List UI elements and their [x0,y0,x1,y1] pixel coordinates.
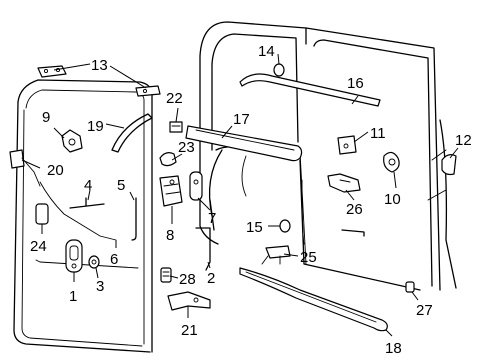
callout-25: 25 [300,249,317,266]
callout-2: 2 [207,270,215,287]
callout-8: 8 [166,227,174,244]
rod-part-4 [69,197,105,209]
handle-part-1 [65,239,83,273]
callout-1: 1 [69,288,77,305]
callout-22: 22 [166,90,183,107]
leader-lines [21,53,459,337]
weatherstrip-part-19 [111,113,153,153]
callout-27: 27 [416,302,433,319]
vehicle-body [199,21,457,291]
bracket-part-21 [167,291,211,311]
callout-6: 6 [110,251,118,268]
callout-26: 26 [346,201,363,218]
callout-15: 15 [246,219,263,236]
callout-10: 10 [384,191,401,208]
trim-part-17 [185,125,303,162]
rod-part-5 [131,197,137,241]
clip-part-22 [169,121,183,133]
callout-3: 3 [96,278,104,295]
callout-28: 28 [179,271,196,288]
latch-part-10 [383,151,400,173]
callout-20: 20 [47,162,64,179]
rod-part-2 [195,227,211,271]
bumper-part-15 [279,219,291,233]
callout-13: 13 [91,57,108,74]
callout-24: 24 [30,238,47,255]
callout-12: 12 [455,132,472,149]
rod-part-6 [39,181,117,241]
handle-part-24 [35,203,49,225]
lamp-part-12 [441,154,457,176]
striker-part-11 [337,135,357,155]
actuator-part-8 [159,175,183,207]
callout-14: 14 [258,43,275,60]
weatherstrip-part-16 [239,73,381,107]
callout-labels: 1 2 3 4 5 6 7 8 9 10 11 12 13 14 15 16 1… [30,43,472,357]
callout-11: 11 [370,125,386,142]
callout-4: 4 [84,177,92,194]
callout-16: 16 [347,75,364,92]
clip-part-28 [160,267,172,283]
callout-19: 19 [87,118,104,135]
callout-17: 17 [233,111,250,128]
callout-9: 9 [42,109,50,126]
hinge-part-26 [327,173,361,193]
callout-18: 18 [385,340,402,357]
rear-door-panel [13,79,153,353]
bumper-part-14 [273,63,285,77]
lock-cylinder-part-3 [88,255,100,269]
callout-5: 5 [117,177,125,194]
handle-part-7 [189,171,203,201]
clip-part-27 [405,281,415,293]
callout-23: 23 [178,139,195,156]
callout-7: 7 [208,210,216,227]
hinge-part-25 [261,245,291,265]
bumper-part-23 [159,152,177,167]
latch-part-9 [61,129,83,153]
hinge-part-20 [9,149,41,187]
callout-21: 21 [181,322,198,339]
